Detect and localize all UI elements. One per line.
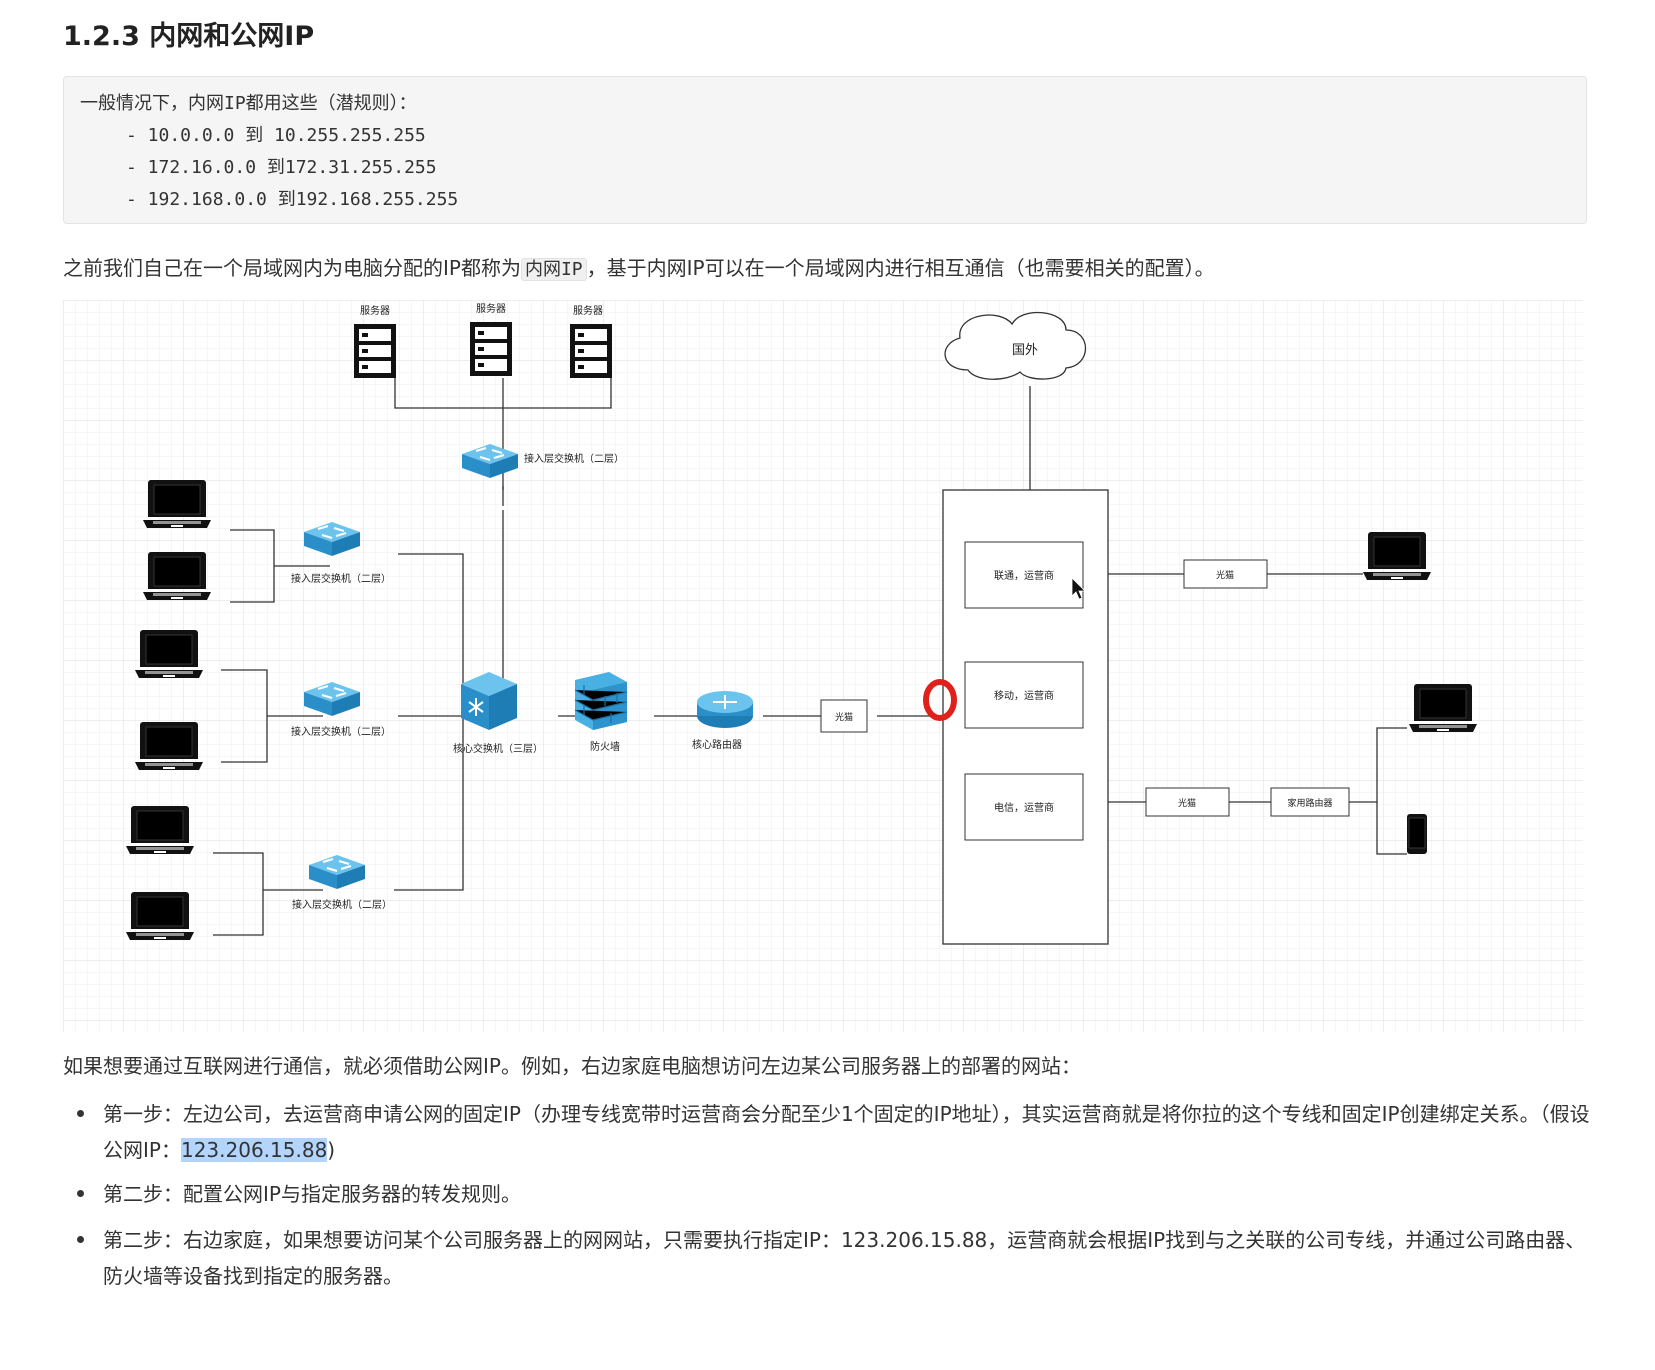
phone-icon — [1407, 814, 1427, 854]
laptop-icon — [1362, 531, 1432, 581]
code-range: - 172.16.0.0 到172.31.255.255 — [126, 157, 437, 178]
isp-label: 电信，运营商 — [994, 801, 1054, 814]
isp-box — [964, 773, 1084, 841]
cloud-label: 国外 — [1012, 343, 1038, 358]
laptop-icon — [125, 891, 195, 941]
cloud-shape — [944, 311, 1087, 380]
server-label: 服务器 — [360, 304, 390, 317]
grid-background — [63, 300, 1583, 1032]
cursor-icon — [1071, 577, 1086, 600]
switch-label: 接入层交换机（二层） — [291, 725, 391, 738]
server-label: 服务器 — [476, 302, 506, 315]
modem-box — [1183, 559, 1268, 589]
isp-label: 移动，运营商 — [994, 689, 1054, 702]
laptop-icon — [1408, 683, 1478, 733]
modem-box — [1145, 787, 1230, 817]
modem-box — [820, 699, 868, 733]
router-label: 核心路由器 — [692, 738, 742, 751]
laptop-icon — [134, 721, 204, 771]
section-heading: 1.2.3 内网和公网IP — [63, 21, 315, 52]
isp-label: 联通，运营商 — [994, 569, 1054, 582]
list-bullet — [77, 1110, 84, 1117]
home-router-box — [1270, 787, 1350, 817]
code-range: - 192.168.0.0 到192.168.255.255 — [126, 189, 459, 210]
laptop-icon — [142, 551, 212, 601]
inline-code: 内网IP — [520, 258, 587, 281]
code-block: 一般情况下，内网IP都用这些（潜规则）： - 10.0.0.0 到 10.255… — [63, 76, 1587, 224]
core-switch-icon — [461, 672, 517, 730]
server-icon — [570, 324, 612, 378]
core-switch-label: 核心交换机（三层） — [453, 742, 543, 755]
paragraph-public-ip: 如果想要通过互联网进行通信，就必须借助公网IP。例如，右边家庭电脑想访问左边某公… — [63, 1054, 1081, 1078]
network-diagram: 服务器 服务器 服务器 接入层交换机（二层） 接入层交换机（二层） 接入层交换机… — [63, 300, 1583, 1032]
server-icon — [470, 322, 512, 376]
server-icon — [354, 324, 396, 378]
list-item: 第二步：右边家庭，如果想要访问某个公司服务器上的网网站，只需要执行指定IP：12… — [103, 1228, 1586, 1288]
switch-label: 接入层交换机（二层） — [524, 452, 624, 465]
isp-box — [964, 541, 1084, 609]
switch-label: 接入层交换机（二层） — [292, 898, 392, 911]
list-bullet — [77, 1236, 84, 1243]
code-intro: 一般情况下，内网IP都用这些（潜规则）： — [80, 93, 417, 114]
modem-label: 光猫 — [835, 711, 853, 723]
router-icon — [697, 691, 753, 728]
highlight-ring — [923, 679, 957, 721]
switch-label: 接入层交换机（二层） — [291, 572, 391, 585]
list-item: 第一步：左边公司，去运营商申请公网的固定IP（办理专线宽带时运营商会分配至少1个… — [103, 1102, 1590, 1162]
laptop-icon — [125, 805, 195, 855]
isp-box — [964, 661, 1084, 729]
list-bullet — [77, 1190, 84, 1197]
laptop-icon — [142, 479, 212, 529]
modem-label: 光猫 — [1216, 569, 1234, 581]
code-range: - 10.0.0.0 到 10.255.255.255 — [126, 125, 426, 146]
laptop-icon — [134, 629, 204, 679]
home-router-label: 家用路由器 — [1287, 797, 1332, 809]
modem-label: 光猫 — [1178, 797, 1196, 809]
selected-ip-text: 123.206.15.88 — [180, 1138, 328, 1162]
firewall-label: 防火墙 — [590, 740, 620, 753]
paragraph-intranet: 之前我们自己在一个局域网内为电脑分配的IP都称为内网IP，基于内网IP可以在一个… — [63, 256, 1215, 281]
list-item: 第二步：配置公网IP与指定服务器的转发规则。 — [103, 1182, 521, 1206]
firewall-icon — [574, 672, 628, 730]
server-label: 服务器 — [573, 304, 603, 317]
